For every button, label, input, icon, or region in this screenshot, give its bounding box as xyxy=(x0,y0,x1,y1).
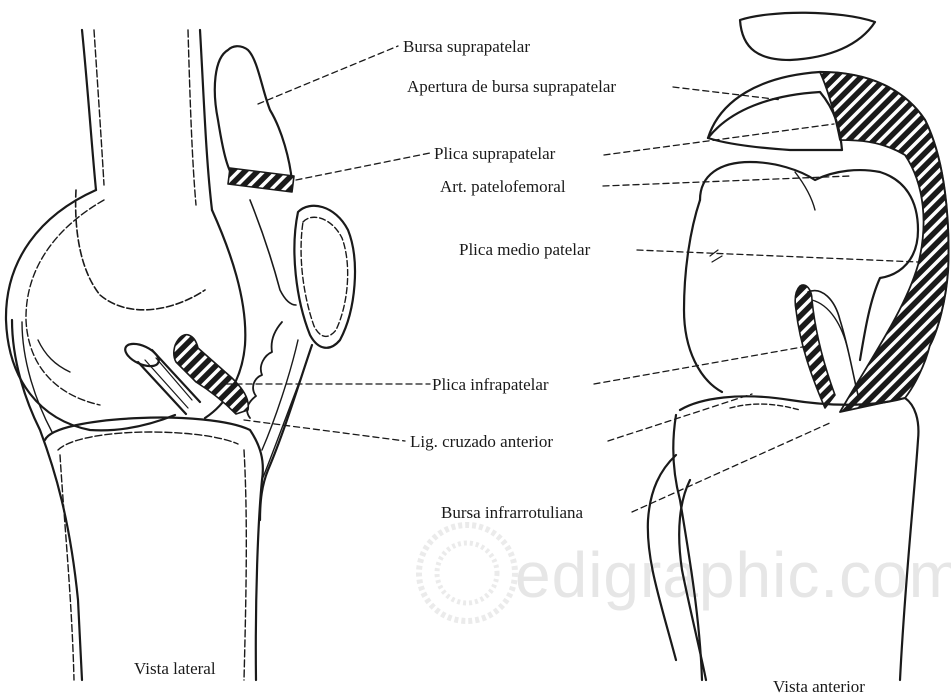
label-lig-cruzado-anterior: Lig. cruzado anterior xyxy=(410,433,553,450)
label-bursa-suprapatelar: Bursa suprapatelar xyxy=(403,38,530,55)
lateral-view xyxy=(6,30,355,680)
label-apertura-bursa-suprapatelar: Apertura de bursa suprapatelar xyxy=(407,78,616,95)
anterior-view xyxy=(648,13,949,680)
label-plica-suprapatelar: Plica suprapatelar xyxy=(434,145,555,162)
caption-vista-lateral: Vista lateral xyxy=(134,660,216,677)
label-art-patelofemoral: Art. patelofemoral xyxy=(440,178,566,195)
label-bursa-infrarrotuliana: Bursa infrarrotuliana xyxy=(441,504,583,521)
caption-vista-anterior: Vista anterior xyxy=(773,678,865,695)
label-plica-infrapatelar: Plica infrapatelar xyxy=(432,376,549,393)
label-plica-medio-patelar: Plica medio patelar xyxy=(459,241,590,258)
